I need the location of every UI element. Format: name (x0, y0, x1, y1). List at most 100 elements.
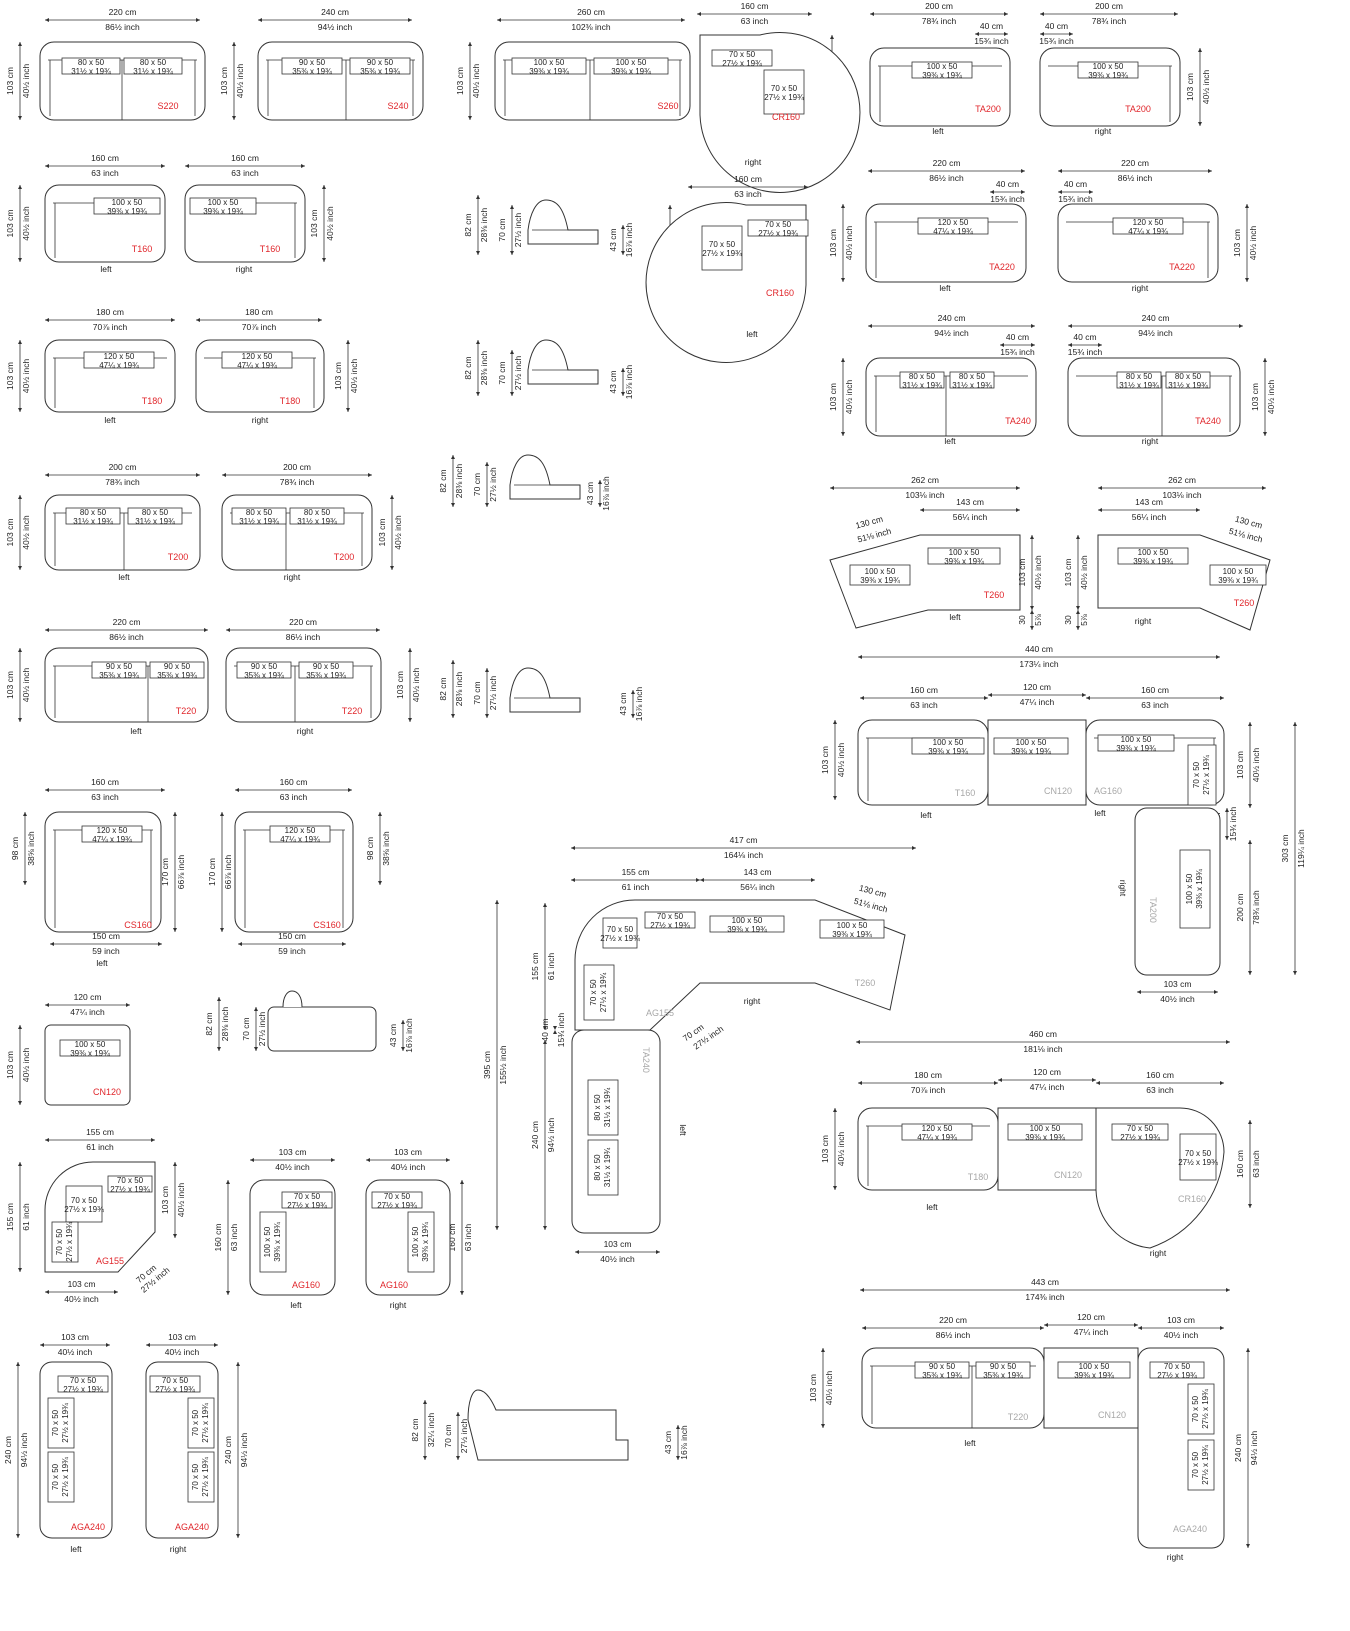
aga240r-cushion-2-size: 70 x 50 (191, 1409, 200, 1436)
aga240r-cushion-1-size: 70 x 50 (162, 1376, 189, 1385)
ta220r-height-arrow-top (1245, 204, 1249, 208)
combo440-ta200-length-inch: 78¾ inch (1251, 890, 1261, 925)
ta240r-cushion-1-rect (1116, 371, 1162, 389)
ta240r-cushion-1-size: 80 x 50 (1126, 372, 1153, 381)
cr160r-cushion-1-rect (711, 49, 773, 67)
cr160r-cushion-2-rect (763, 69, 805, 115)
side-2-height-inch: 28⅜ inch (479, 350, 489, 385)
ta240r-cushion-2-size: 80 x 50 (1175, 372, 1202, 381)
s220-cushion-2-rect (123, 57, 183, 75)
corner-total-width-inch: 164⅛ inch (724, 850, 763, 860)
t200l-cushion-2-rect (127, 507, 183, 525)
t180l-height-cm: 103 cm (5, 362, 15, 390)
ta240l-width-arrow-left (868, 324, 872, 328)
ta220l-width-cm: 220 cm (933, 158, 961, 168)
t260l-width-arrow-left (830, 486, 834, 490)
t200r-width-cm: 200 cm (283, 462, 311, 472)
side-6-leg-cm: 43 cm (663, 1431, 673, 1454)
combo460-cushion-1-size-inch: 47¼ x 19¾ (917, 1133, 957, 1142)
combo440-total-depth-arrow-bottom (1293, 971, 1297, 975)
combo440-code-4: TA200 (1148, 897, 1158, 923)
t160l-height-arrow-bottom (18, 258, 22, 262)
ag160r-cushion-1-size-inch: 27½ x 19¾ (377, 1201, 417, 1210)
aga240r-cushion-2-size-inch: 27½ x 19¾ (201, 1403, 210, 1443)
cs160l-base-arrow-left (50, 942, 54, 946)
side-4-height-inch: 28⅜ inch (454, 671, 464, 706)
side-4-leg-arrow-bottom (631, 714, 635, 718)
s260-cushion-2-rect (593, 57, 669, 75)
s240-width-inch: 94½ inch (318, 22, 353, 32)
ta240l-cushion-2-rect (949, 371, 995, 389)
corner-code-3: TA240 (641, 1047, 651, 1073)
cs160l-side: left (96, 958, 108, 968)
ag160r-code: AG160 (380, 1280, 408, 1290)
t200r-cushion-2-rect (289, 507, 345, 525)
t260l-width-arrow-right (1016, 486, 1020, 490)
corner-code-1: AG155 (646, 1008, 674, 1018)
ag155-height-cm: 155 cm (5, 1203, 15, 1231)
s240-height-cm: 103 cm (219, 67, 229, 95)
ta220l-arm-arrow-left (990, 190, 994, 194)
combo460-height-arrow-top (833, 1108, 837, 1112)
corner-seg-1-inch: 61 inch (622, 882, 650, 892)
corner-ta240-length-cm: 240 cm (530, 1121, 540, 1149)
ta200l-code: TA200 (975, 104, 1001, 114)
cs160l-width-arrow-right (161, 788, 165, 792)
cs160l-width-cm: 160 cm (91, 777, 119, 787)
corner-cushion-6-rect (587, 1079, 619, 1136)
ta200l-width-inch: 78¾ inch (922, 16, 957, 26)
aga240l-width-cm: 103 cm (61, 1332, 89, 1342)
t260r-cushion-2-size-inch: 39⅜ x 19¾ (1218, 576, 1258, 585)
ta240l-width-arrow-right (1031, 324, 1035, 328)
t200r-height-arrow-bottom (390, 566, 394, 570)
ta200r-side: right (1095, 126, 1112, 136)
t260l-code: T260 (984, 590, 1005, 600)
t260l-depth-arrow-top (1030, 610, 1034, 614)
side-6-height-cm: 82 cm (410, 1418, 420, 1441)
cs160r-length-arrow-bottom (220, 928, 224, 932)
t180r-outline (195, 339, 325, 413)
ta220r-width-cm: 220 cm (1121, 158, 1149, 168)
corner-cushion-3-size-inch: 39⅜ x 19¾ (832, 930, 872, 939)
ta200l-cushion-rect (911, 61, 973, 79)
corner-ag-height-inch: 61 inch (546, 953, 556, 981)
combo440-seg-2-arrow-right (1082, 693, 1086, 697)
combo460-cr-depth-inch: 63 inch (1251, 1150, 1261, 1178)
s240-height-inch: 40½ inch (235, 63, 245, 98)
aga240r-width-inch: 40½ inch (165, 1347, 200, 1357)
ta240r-arm-arrow-left (1068, 343, 1072, 347)
side-profile-6-outline (467, 1389, 629, 1461)
combo443-height-arrow-top (821, 1348, 825, 1352)
combo440-code-3: AG160 (1094, 786, 1122, 796)
ag155-cushion-1-size-inch: 27½ x 19¾ (110, 1185, 150, 1194)
cr160l-cushion-2-size: 70 x 50 (709, 240, 736, 249)
aga240l-height-inch: 94½ inch (19, 1432, 29, 1467)
t260r-width-arrow-right (1262, 486, 1266, 490)
combo460-seg-2-inch: 47¼ inch (1030, 1082, 1065, 1092)
s220-height-arrow-bottom (18, 116, 22, 120)
side-2-seat-cm: 70 cm (497, 361, 507, 384)
t220l-cushion-2-size: 90 x 50 (164, 662, 191, 671)
side-4-height-cm: 82 cm (438, 677, 448, 700)
combo443-code-1: T220 (1008, 1412, 1029, 1422)
side-6-seat-arrow-bottom (456, 1456, 460, 1460)
side-2-height-arrow-top (476, 340, 480, 344)
combo440-seg-1-arrow-right (984, 696, 988, 700)
t160r-code: T160 (260, 244, 281, 254)
ag160r-width-cm: 103 cm (394, 1147, 422, 1157)
side-2-leg-inch: 16⅞ inch (624, 364, 634, 399)
aga240r-cushion-3-size: 70 x 50 (191, 1463, 200, 1490)
cs160l-length-arrow-top (173, 812, 177, 816)
combo460-width-arrow-left (856, 1040, 860, 1044)
combo460-seg-2-cm: 120 cm (1033, 1067, 1061, 1077)
t200r-code: T200 (334, 552, 355, 562)
ag155-base-arrow-right (114, 1290, 118, 1294)
ta220l-width-arrow-right (1021, 169, 1025, 173)
s220-height-arrow-top (18, 42, 22, 46)
cs160r-width-cm: 160 cm (280, 777, 308, 787)
t180l-code: T180 (142, 396, 163, 406)
cs160l-cushion-size-inch: 47¼ x 19¾ (92, 835, 132, 844)
ag160r-cushion-2-size: 100 x 50 (411, 1226, 420, 1257)
corner-seg-2-arrow-right (811, 878, 815, 882)
t220r-cushion-1-size-inch: 35⅜ x 19¾ (244, 671, 284, 680)
